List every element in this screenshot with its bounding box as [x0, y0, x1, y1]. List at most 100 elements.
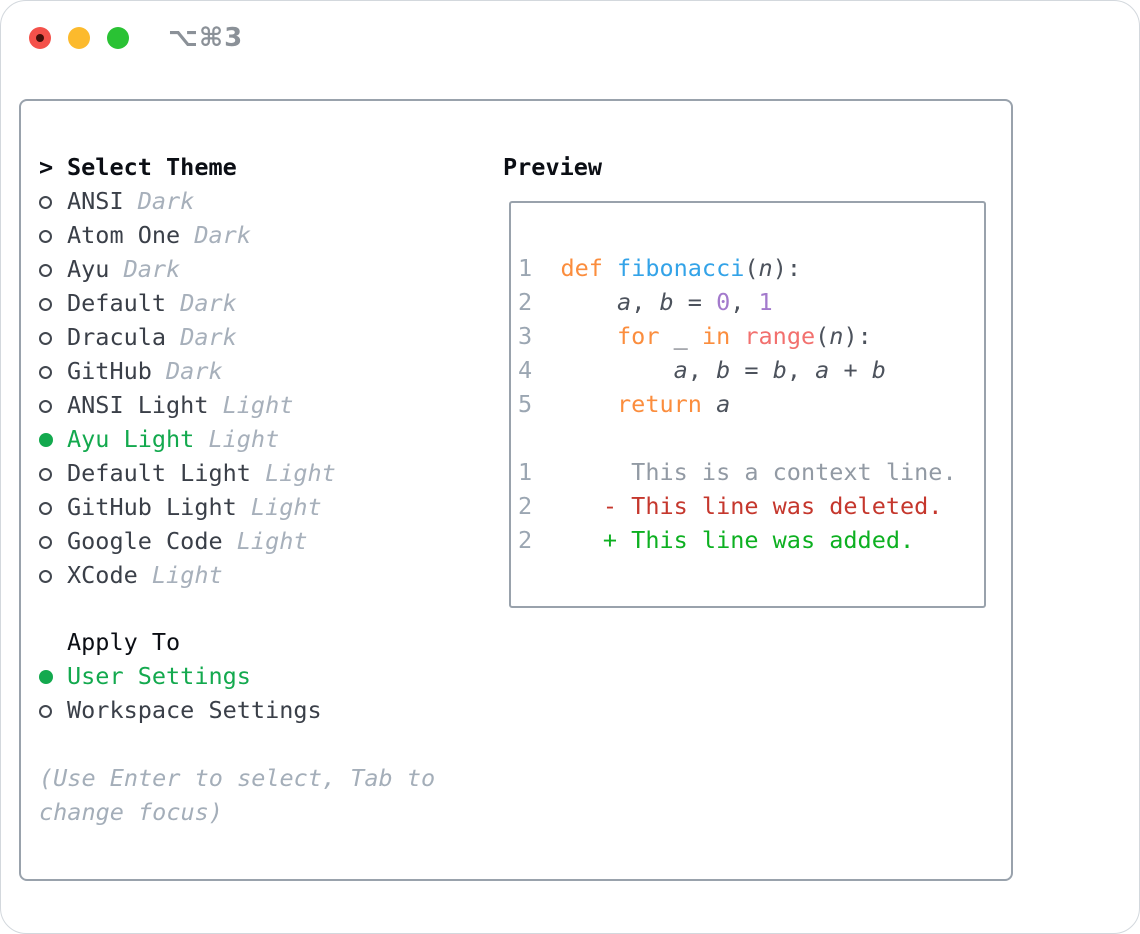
option-label: XCode: [67, 561, 138, 589]
radio-icon: [39, 264, 52, 277]
code-token: range: [744, 322, 816, 350]
title-bar: ⌥⌘3: [1, 1, 1139, 99]
minimize-button[interactable]: [68, 27, 90, 49]
marker-box: [39, 218, 67, 252]
apply-option-workspace-settings[interactable]: Workspace Settings: [39, 693, 435, 727]
line-number: 2: [518, 492, 533, 520]
hint-line-2: change focus): [39, 798, 223, 826]
variant-label: Light: [137, 561, 223, 589]
theme-option-google-code[interactable]: Google Code Light: [39, 524, 435, 558]
apply-option-user-settings[interactable]: User Settings: [39, 659, 435, 693]
marker-box: [39, 422, 67, 456]
code-token: ):: [843, 322, 872, 350]
code-token: ,: [631, 288, 660, 316]
option-label: Dracula: [67, 323, 167, 351]
code-token: b: [871, 356, 886, 384]
code-token: a: [716, 390, 731, 418]
code-token: n: [829, 322, 844, 350]
theme-option-default[interactable]: Default Dark: [39, 286, 435, 320]
code-token: fibonacci: [617, 254, 745, 282]
code-token: [603, 254, 617, 282]
line-number: 2: [518, 288, 533, 316]
line-number: 1: [518, 458, 533, 486]
theme-option-default-light[interactable]: Default Light Light: [39, 456, 435, 490]
diff-text: + This line was added.: [560, 526, 915, 554]
code-token: [730, 322, 744, 350]
marker-box: [39, 558, 67, 592]
diff-preview: 1 This is a context line.2 - This line w…: [518, 455, 984, 557]
option-label: GitHub: [67, 357, 152, 385]
theme-option-xcode[interactable]: XCode Light: [39, 558, 435, 592]
marker-box: [39, 693, 67, 727]
code-token: 0: [716, 288, 731, 316]
code-token: _: [659, 322, 702, 350]
marker-box: [39, 388, 67, 422]
radio-icon: [39, 400, 52, 413]
radio-icon: [39, 366, 52, 379]
code-token: n: [758, 254, 773, 282]
prompt-icon: >: [39, 153, 54, 181]
marker-box: [39, 659, 67, 693]
theme-option-ansi-light[interactable]: ANSI Light Light: [39, 388, 435, 422]
radio-icon: [39, 570, 52, 583]
option-label: Workspace Settings: [67, 696, 322, 724]
theme-option-github-light[interactable]: GitHub Light Light: [39, 490, 435, 524]
radio-icon: [39, 536, 52, 549]
window-title-shortcut: ⌥⌘3: [168, 23, 244, 53]
code-token: for: [617, 322, 660, 350]
code-token: ,: [786, 356, 816, 384]
code-token: (: [744, 254, 759, 282]
theme-option-ayu-light[interactable]: Ayu Light Light: [39, 422, 435, 456]
theme-option-dracula[interactable]: Dracula Dark: [39, 320, 435, 354]
code-token: a: [815, 356, 830, 384]
option-label: Default Light: [67, 459, 251, 487]
option-label: GitHub Light: [67, 493, 237, 521]
zoom-button[interactable]: [107, 27, 129, 49]
code-token: =: [673, 288, 717, 316]
option-label: User Settings: [67, 662, 251, 690]
line-number: 2: [518, 526, 533, 554]
code-token: in: [701, 322, 731, 350]
code-token: a: [617, 288, 632, 316]
variant-label: Light: [222, 527, 308, 555]
theme-option-github[interactable]: GitHub Dark: [39, 354, 435, 388]
variant-label: Dark: [151, 357, 223, 385]
code-token: b: [659, 288, 674, 316]
code-token: b: [772, 356, 787, 384]
radio-selected-icon: [39, 670, 53, 684]
close-button[interactable]: [29, 27, 51, 49]
blank-line: [518, 421, 984, 455]
line-number: 3: [518, 322, 533, 350]
radio-selected-icon: [39, 433, 53, 447]
marker-box: [39, 184, 67, 218]
radio-icon: [39, 196, 52, 209]
option-label: ANSI Light: [67, 391, 209, 419]
code-line: 3 for _ in range(n):: [518, 319, 984, 353]
code-token: ,: [730, 288, 759, 316]
option-label: Ayu Light: [67, 425, 195, 453]
theme-option-ansi[interactable]: ANSI Dark: [39, 184, 435, 218]
radio-icon: [39, 705, 52, 718]
option-label: Default: [67, 289, 167, 317]
code-token: b: [716, 356, 731, 384]
code-line: 5 return a: [518, 387, 984, 421]
code-token: return: [617, 390, 702, 418]
theme-option-ayu[interactable]: Ayu Dark: [39, 252, 435, 286]
theme-option-atom-one[interactable]: Atom One Dark: [39, 218, 435, 252]
line-number: 5: [518, 390, 533, 418]
marker-box: [39, 320, 67, 354]
diff-line-del: 2 - This line was deleted.: [518, 489, 984, 523]
option-label: Ayu: [67, 255, 110, 283]
marker-box: [39, 252, 67, 286]
code-token: [560, 322, 617, 350]
code-token: 1: [758, 288, 773, 316]
radio-icon: [39, 468, 52, 481]
select-theme-label: Select Theme: [67, 153, 237, 181]
option-label: Google Code: [67, 527, 223, 555]
